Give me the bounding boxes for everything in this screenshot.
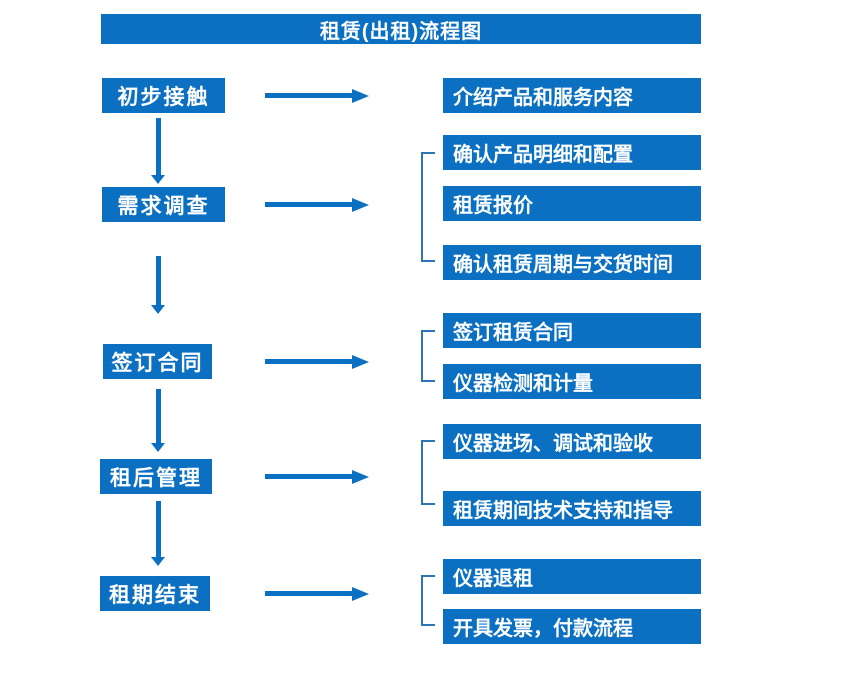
arrow-down-4-icon — [151, 501, 165, 566]
arrow-right-4-icon — [265, 470, 369, 484]
bracket-sign-contract-group-icon — [421, 330, 435, 382]
bracket-demand-survey-group-icon — [421, 152, 435, 262]
arrow-down-2-icon — [151, 256, 165, 314]
arrow-right-3-icon — [265, 355, 369, 369]
arrow-right-2-icon — [265, 198, 369, 212]
detail-intro-products-services: 介绍产品和服务内容 — [443, 78, 701, 113]
bracket-rental-end-group-icon — [421, 575, 435, 626]
arrow-down-1-icon — [151, 118, 165, 184]
bracket-post-rental-group-icon — [421, 440, 435, 505]
detail-instrument-testing-calibration: 仪器检测和计量 — [443, 364, 701, 399]
detail-technical-support-during-rental: 租赁期间技术支持和指导 — [443, 491, 701, 526]
arrow-right-5-icon — [265, 587, 369, 601]
stage-rental-end: 租期结束 — [100, 576, 210, 611]
detail-confirm-rental-period-delivery: 确认租赁周期与交货时间 — [443, 245, 701, 280]
detail-instrument-setup-acceptance: 仪器进场、调试和验收 — [443, 424, 701, 459]
stage-post-rental-management: 租后管理 — [100, 459, 212, 494]
detail-confirm-product-details-config: 确认产品明细和配置 — [443, 135, 701, 170]
arrow-down-3-icon — [151, 389, 165, 452]
stage-demand-survey: 需求调查 — [102, 187, 225, 222]
stage-sign-contract: 签订合同 — [103, 344, 212, 379]
stage-initial-contact: 初步接触 — [102, 78, 225, 113]
detail-instrument-return: 仪器退租 — [443, 559, 701, 594]
detail-rental-quote: 租赁报价 — [443, 186, 701, 221]
detail-invoice-payment: 开具发票，付款流程 — [443, 609, 701, 644]
arrow-right-1-icon — [265, 89, 369, 103]
flowchart-title: 租赁(出租)流程图 — [101, 14, 701, 44]
detail-sign-rental-contract: 签订租赁合同 — [443, 313, 701, 348]
